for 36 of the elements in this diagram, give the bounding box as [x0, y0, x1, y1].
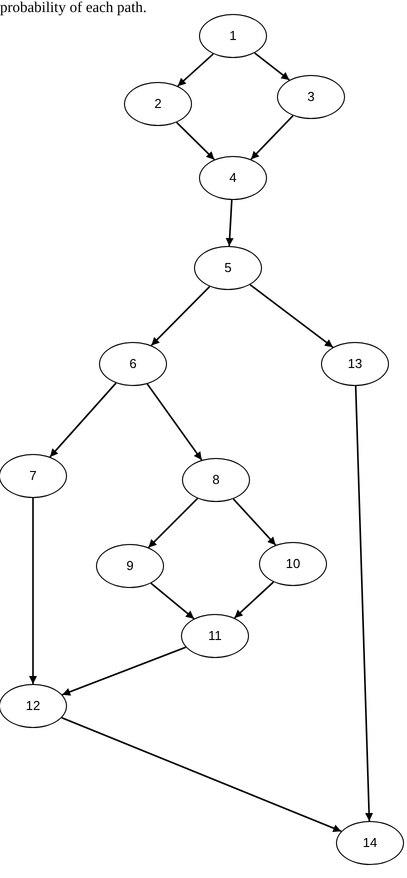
node-number: 5: [224, 259, 232, 278]
node-ellipse: [336, 821, 404, 865]
node-number: 12: [26, 697, 40, 716]
node-number: 6: [129, 355, 137, 374]
arrow: [354, 386, 374, 822]
arrow: [62, 646, 186, 696]
arrow: [150, 286, 210, 346]
node-number: 14: [362, 834, 378, 852]
arrow: [49, 382, 117, 458]
arrow: [226, 200, 234, 246]
arrow: [232, 498, 276, 546]
arrow: [177, 53, 214, 87]
arrow: [61, 716, 342, 832]
node-ellipse: [181, 614, 249, 658]
node-number: 2: [154, 95, 162, 114]
node-number: 4: [229, 169, 237, 188]
node-number: 13: [348, 355, 362, 374]
node-number: 1: [229, 27, 237, 46]
arrow: [146, 384, 202, 460]
node-number: 11: [208, 627, 222, 646]
caption-text: probability of each path.: [0, 0, 147, 16]
node-number: 9: [126, 557, 134, 576]
node-ellipse: [0, 684, 67, 728]
arrow: [176, 122, 215, 160]
arrow: [234, 581, 274, 619]
node-number: 7: [29, 467, 37, 486]
arrow: [29, 498, 37, 684]
arrow: [250, 284, 334, 348]
arrow: [254, 52, 290, 81]
node-number: 8: [212, 471, 220, 490]
node-number: 10: [286, 555, 300, 574]
node-ellipse: [0, 454, 67, 498]
arrow: [250, 115, 294, 160]
arrow: [148, 498, 198, 548]
node-number: 3: [307, 88, 315, 106]
arrow: [150, 582, 194, 620]
